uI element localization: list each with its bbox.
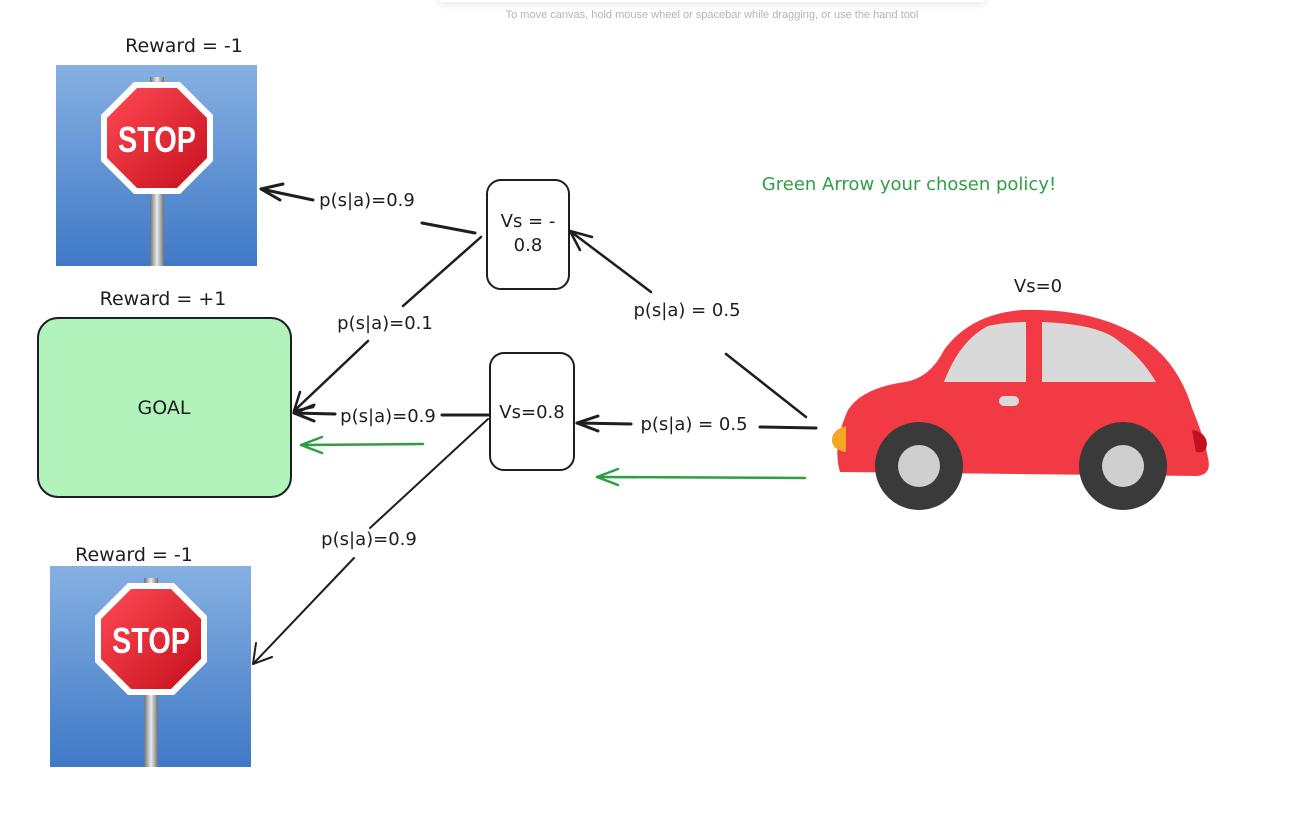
arrow-middle-to-stop-bottom[interactable] (252, 418, 489, 665)
prob-middle-to-stop-bottom: p(s|a)=0.9 (321, 529, 417, 550)
goal-reward-label: Reward = +1 (100, 288, 227, 310)
arrow-car-to-upper[interactable] (568, 229, 808, 419)
prob-car-to-upper: p(s|a) = 0.5 (633, 300, 740, 321)
upper-state-box[interactable] (486, 179, 570, 290)
stop-sign-bottom-image[interactable]: STOP (50, 566, 251, 767)
car-headlight (832, 426, 846, 452)
stop-sign-top-image[interactable]: STOP (56, 65, 257, 266)
goal-label: GOAL (138, 397, 191, 419)
arrow-car-to-middle[interactable] (575, 414, 818, 433)
car-image[interactable] (832, 309, 1209, 510)
policy-note: Green Arrow your chosen policy! (762, 174, 1056, 195)
middle-state-value: Vs=0.8 (499, 402, 564, 423)
stop-sign-top-text: STOP (118, 119, 196, 160)
prob-upper-to-goal: p(s|a)=0.1 (337, 313, 433, 334)
canvas-hint: To move canvas, hold mouse wheel or spac… (505, 9, 919, 21)
prob-middle-to-goal: p(s|a)=0.9 (340, 406, 436, 427)
car-door-handle (999, 396, 1019, 406)
stop-top-reward-label: Reward = -1 (125, 35, 243, 57)
prob-upper-to-stop-top: p(s|a)=0.9 (319, 190, 415, 211)
car-rear-hubcap (1102, 445, 1144, 487)
stop-bottom-reward-label: Reward = -1 (75, 544, 193, 566)
upper-state-value-line1: Vs = - (501, 211, 556, 232)
policy-arrow-car-to-middle[interactable] (595, 467, 807, 487)
arrow-upper-to-stop-top[interactable] (259, 182, 477, 235)
upper-state-value-line2: 0.8 (514, 235, 543, 256)
car-rear-window (1042, 322, 1156, 382)
stop-sign-bottom-text: STOP (112, 620, 190, 661)
car-front-window (944, 322, 1026, 382)
car-state-value: Vs=0 (1014, 276, 1062, 297)
stop-sign-bottom-octagon (101, 589, 201, 689)
goal-box[interactable] (37, 317, 292, 498)
car-taillight (1192, 430, 1207, 453)
arrow-middle-to-goal[interactable] (292, 403, 490, 423)
policy-arrow-middle-to-goal[interactable] (299, 435, 425, 455)
car-front-hubcap (898, 445, 940, 487)
toolbar-shadow (436, 0, 988, 2)
prob-car-to-middle: p(s|a) = 0.5 (640, 414, 747, 435)
stop-sign-top-octagon (107, 88, 207, 188)
middle-state-box[interactable] (489, 352, 575, 471)
